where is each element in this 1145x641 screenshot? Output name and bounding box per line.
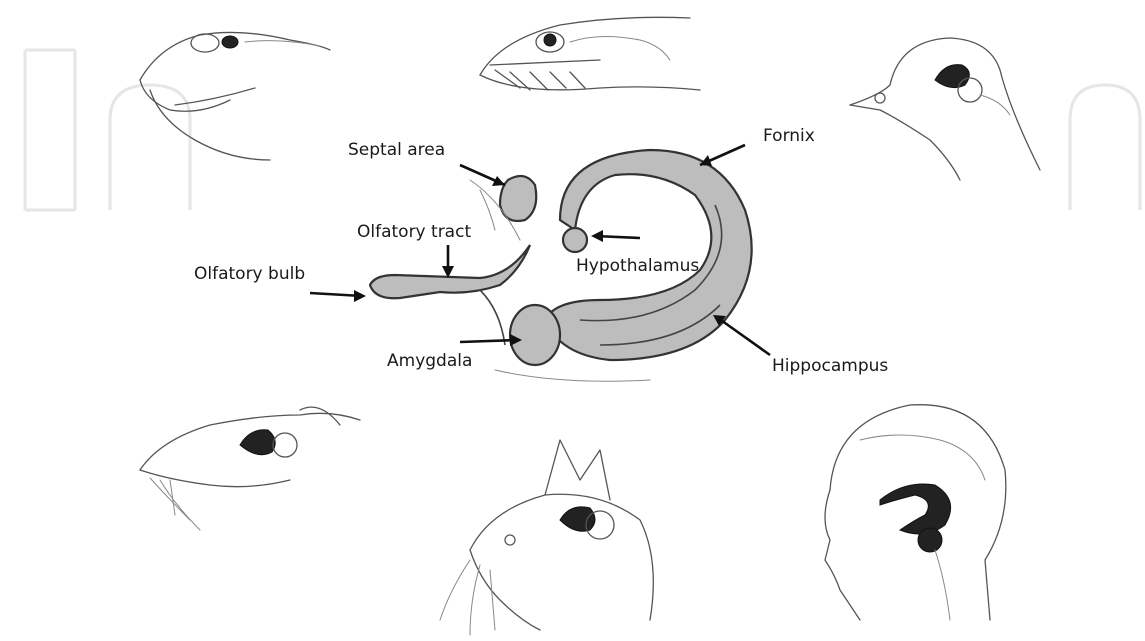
label-olfactory-bulb: Olfatory bulb — [194, 264, 305, 284]
human-sketch — [825, 405, 1006, 620]
arrow-amygdala — [460, 340, 518, 342]
label-amygdala: Amygdala — [387, 351, 472, 371]
crocodile-sketch — [480, 17, 700, 90]
cat-sketch — [440, 440, 653, 635]
label-hippocampus: Hippocampus — [772, 356, 888, 376]
label-olfactory-tract: Olfatory tract — [357, 222, 471, 242]
label-hypothalamus: Hypothalamus — [576, 256, 699, 276]
label-septal-area: Septal area — [348, 140, 445, 160]
frog-sketch — [140, 32, 330, 160]
arrow-hippocampus — [718, 318, 770, 355]
label-fornix: Fornix — [763, 126, 815, 146]
rat-sketch — [140, 407, 360, 530]
bird-sketch — [850, 38, 1040, 180]
septal-area-shape — [500, 176, 536, 221]
